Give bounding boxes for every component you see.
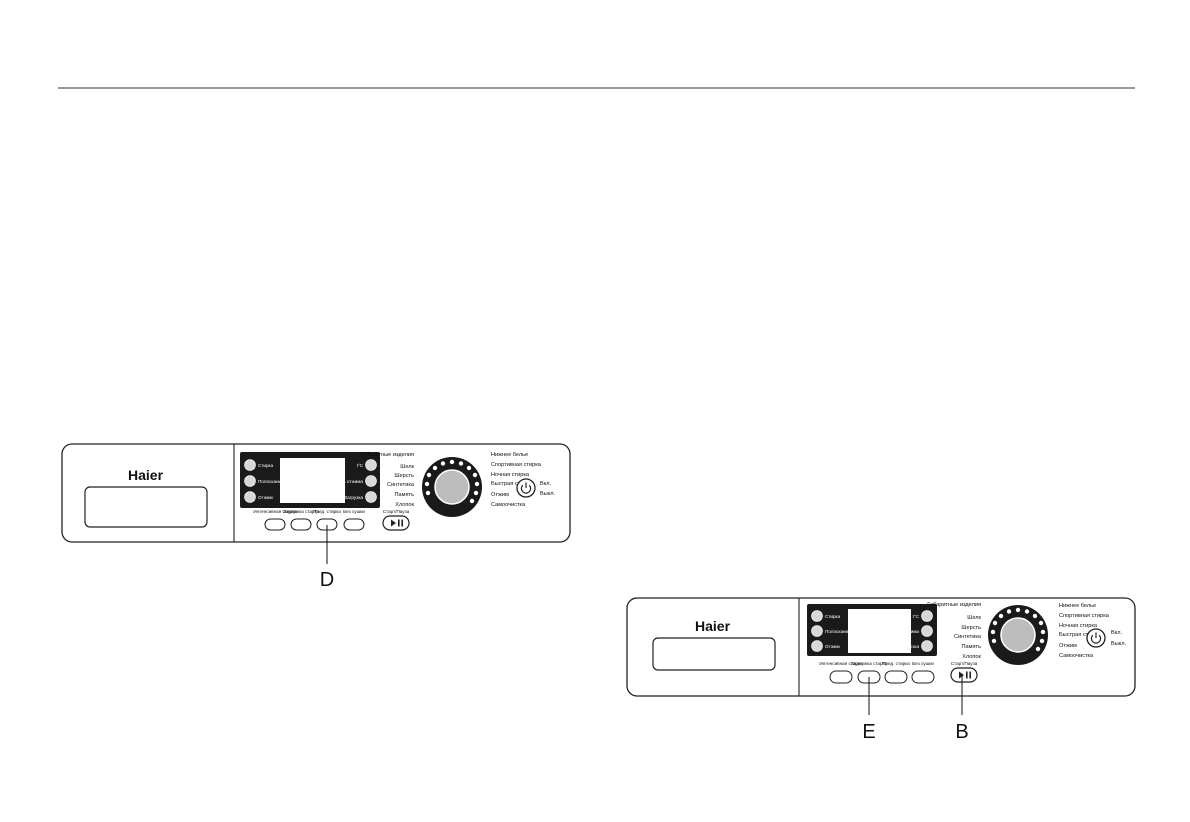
program-cotton: Хлопок [962, 654, 981, 660]
prewash-label: Пред. стирка [313, 509, 341, 514]
program-dial[interactable] [422, 457, 482, 517]
rinse-button[interactable]: Полоскание [811, 625, 852, 637]
wash-button-label: Стирка [825, 614, 841, 619]
page-rule [58, 87, 1135, 89]
lcd-display [280, 458, 345, 503]
load-button[interactable]: Загрузка [344, 491, 377, 503]
pause-icon [966, 671, 968, 679]
spin-speed-button-label: Скорость отжима [882, 629, 920, 634]
rinse-button-label: Полоскание [258, 479, 284, 484]
program-quick: Быстрая стирка [1059, 632, 1101, 638]
drawer-window [652, 637, 776, 671]
spin-button[interactable]: Отжим [811, 640, 840, 652]
program-memory: Память [962, 644, 982, 650]
program-silk: Шелк [400, 464, 414, 470]
power-button[interactable] [1086, 628, 1106, 648]
intensive-wash-label: Интенсивная стирка [253, 509, 297, 514]
program-underwear: Нижнее белье [491, 452, 528, 458]
start-pause-button[interactable] [950, 667, 978, 683]
rinse-button[interactable]: Полоскание [244, 475, 285, 487]
temperature-button-label: t°C [913, 614, 920, 619]
temperature-button[interactable]: t°C [913, 610, 933, 622]
pause-icon [398, 519, 400, 527]
power-icon [1090, 632, 1102, 644]
wash-button[interactable]: Стирка [811, 610, 841, 622]
start-pause-label: Старт/Пауза [951, 661, 978, 666]
callout-e: E [862, 721, 875, 743]
program-synthetic: Синтетика [954, 634, 982, 640]
power-button[interactable] [516, 478, 536, 498]
prewash-button[interactable] [884, 670, 908, 684]
spin-button-label: Отжим [825, 644, 840, 649]
drawer-window [84, 486, 208, 528]
spin-speed-button[interactable]: Скорость отжима [326, 475, 377, 487]
start-pause-label: Старт/Пауза [383, 509, 410, 514]
no-dry-label: Без сушки [912, 661, 934, 666]
load-button-label: Загрузка [344, 495, 363, 500]
program-bulky: Габаритные изделия [927, 602, 981, 608]
no-dry-label: Без сушки [343, 509, 365, 514]
program-dial[interactable] [988, 605, 1048, 665]
delay-start-label: Задержка старта [283, 509, 320, 514]
control-panel-1: Haier Стирка Полоскание Отжим t°C Скорос… [61, 443, 571, 591]
power-on-label: Вкл. [540, 481, 552, 487]
program-underwear: Нижнее белье [1059, 603, 1096, 609]
prewash-label: Пред. стирка [882, 661, 910, 666]
program-wool: Шерсть [961, 625, 981, 631]
start-pause-button[interactable] [382, 515, 410, 531]
power-on-label: Вкл. [1111, 630, 1123, 636]
temperature-button[interactable]: t°C [357, 459, 377, 471]
callout-b: B [955, 721, 968, 743]
rinse-button-label: Полоскание [825, 629, 851, 634]
delay-start-label: Задержка старта [851, 661, 888, 666]
program-spin: Отжим [1059, 643, 1077, 649]
spin-button-label: Отжим [258, 495, 273, 500]
program-bulky: Габаритные изделия [360, 452, 414, 458]
program-spin: Отжим [491, 492, 509, 498]
lcd-display [848, 609, 911, 653]
program-sport: Спортивная стирка [1059, 613, 1110, 619]
load-button-label: Загрузка [900, 644, 919, 649]
program-silk: Шелк [967, 615, 981, 621]
program-sport: Спортивная стирка [491, 462, 542, 468]
program-selfclean: Самоочистка [491, 502, 526, 508]
load-button[interactable]: Загрузка [900, 640, 933, 652]
power-icon [520, 482, 532, 494]
program-quick: Быстрая стирка [491, 481, 533, 487]
power-off-label: Выкл. [1111, 641, 1127, 647]
temperature-button-label: t°C [357, 463, 364, 468]
program-indicator-leds [990, 607, 1046, 652]
spin-speed-button-label: Скорость отжима [326, 479, 364, 484]
spin-button[interactable]: Отжим [244, 491, 273, 503]
program-night: Ночная стирка [491, 472, 530, 478]
intensive-wash-label: Интенсивная стирка [819, 661, 863, 666]
program-synthetic: Синтетика [387, 482, 415, 488]
callout-d: D [320, 569, 334, 591]
program-selfclean: Самоочистка [1059, 653, 1094, 659]
control-panel-2: Haier Стирка Полоскание Отжим t°C Скорос… [626, 597, 1136, 743]
play-icon [391, 519, 396, 527]
brand-logo: Haier [695, 618, 731, 634]
delay-start-button[interactable] [290, 518, 312, 531]
program-cotton: Хлопок [395, 502, 414, 508]
wash-button[interactable]: Стирка [244, 459, 274, 471]
program-night: Ночная стирка [1059, 623, 1098, 629]
program-indicator-leds [424, 459, 480, 504]
wash-button-label: Стирка [258, 463, 274, 468]
no-dry-button[interactable] [911, 670, 935, 684]
intensive-wash-button[interactable] [829, 670, 853, 684]
program-wool: Шерсть [394, 473, 414, 479]
spin-speed-button[interactable]: Скорость отжима [882, 625, 933, 637]
no-dry-button[interactable] [343, 518, 365, 531]
intensive-wash-button[interactable] [264, 518, 286, 531]
brand-logo: Haier [128, 467, 164, 483]
power-off-label: Выкл. [540, 491, 556, 497]
program-memory: Память [395, 492, 415, 498]
